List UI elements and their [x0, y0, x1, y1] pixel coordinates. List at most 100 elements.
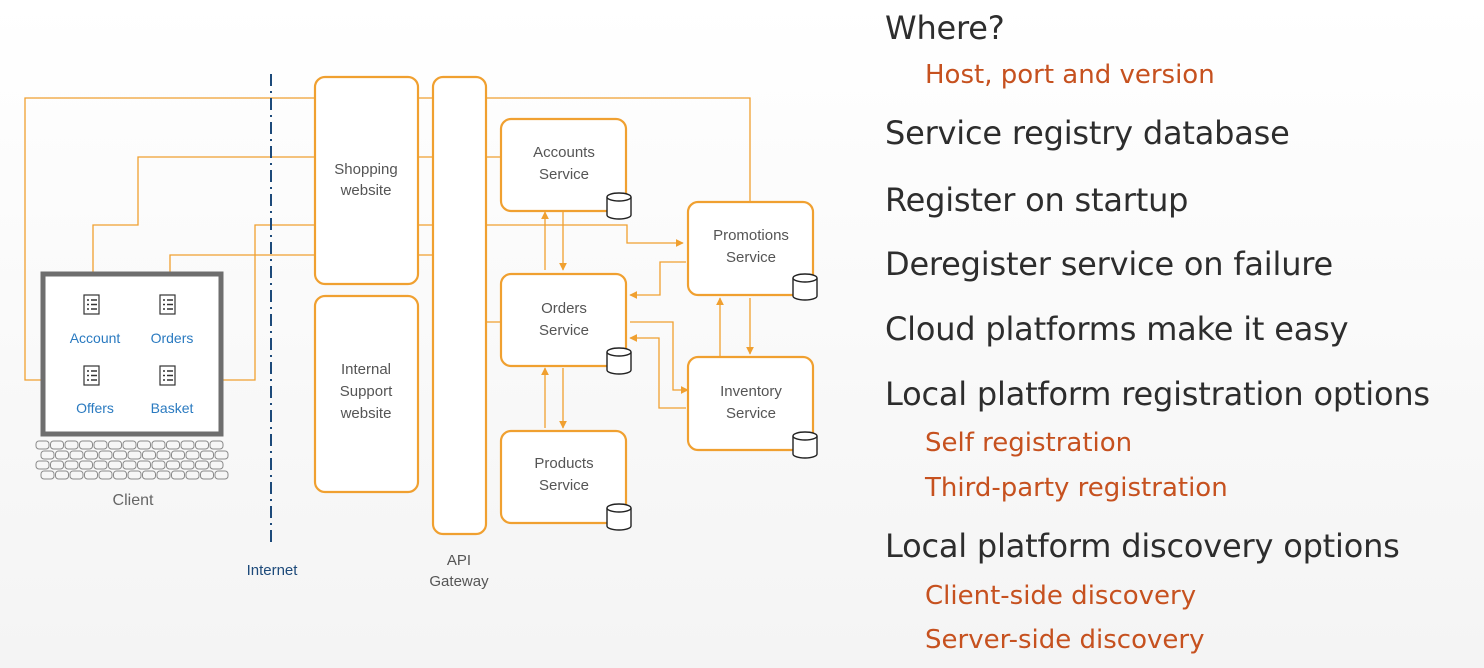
keyboard-key [137, 440, 151, 450]
keyboard-key [214, 450, 229, 460]
keyboard-key [214, 470, 229, 480]
promotions-database-icon [792, 273, 818, 301]
inventory-service-line1: Inventory [720, 383, 782, 400]
bullet-host-port-version: Host, port and version [925, 60, 1215, 90]
account-doc-icon [83, 294, 100, 315]
promotions-service-line2: Service [726, 249, 776, 266]
products-service-box [499, 429, 628, 525]
client-keyboard [35, 440, 229, 480]
bullet-local-registration: Local platform registration options [885, 375, 1430, 413]
orders-service-box [499, 272, 628, 368]
shopping-website-line2: website [340, 182, 392, 199]
products-service-line2: Service [539, 477, 589, 494]
bullet-deregister-failure: Deregister service on failure [885, 245, 1334, 283]
keyboard-key [180, 460, 195, 470]
keyboard-key [64, 440, 79, 450]
client-device: Client Account Orders Offers Basket [35, 271, 229, 509]
keyboard-key [98, 450, 113, 460]
keyboard-key [108, 460, 122, 470]
keyboard-key [35, 440, 50, 450]
keyboard-key [64, 460, 79, 470]
api-gateway-line1: API [447, 552, 471, 569]
keyboard-key [195, 440, 209, 450]
shopping-website-line1: Shopping [334, 161, 397, 178]
keyboard-key [113, 470, 127, 480]
client-item-basket[interactable]: Basket [151, 400, 194, 416]
client-item-offers[interactable]: Offers [76, 400, 114, 416]
basket-doc-icon [159, 365, 176, 386]
promotions-service-box [686, 200, 815, 297]
keyboard-key [156, 450, 171, 460]
products-database-icon [606, 503, 632, 531]
inventory-service-box [686, 355, 815, 452]
keyboard-key [40, 470, 55, 480]
keyboard-key [185, 450, 200, 460]
keyboard-key [151, 460, 166, 470]
bullet-cloud-platforms: Cloud platforms make it easy [885, 310, 1349, 348]
keyboard-key [180, 440, 195, 450]
keyboard-key [93, 440, 108, 450]
keyboard-key [108, 440, 122, 450]
keyboard-key [142, 450, 156, 460]
inventory-database-icon [792, 431, 818, 459]
keyboard-key [166, 460, 180, 470]
keyboard-key [55, 450, 69, 460]
orders-doc-icon [159, 294, 176, 315]
keyboard-key [40, 450, 55, 460]
keyboard-key [127, 450, 142, 460]
accounts-database-icon [606, 192, 632, 220]
keyboard-key [137, 460, 151, 470]
internal-support-line2: Support [340, 383, 393, 400]
keyboard-key [79, 460, 93, 470]
api-gateway-box [431, 75, 488, 536]
internal-support-line1: Internal [341, 361, 391, 378]
bullet-register-startup: Register on startup [885, 181, 1189, 219]
keyboard-key [122, 440, 137, 450]
keyboard-key [195, 460, 209, 470]
keyboard-key [209, 460, 224, 470]
api-gateway-line2: Gateway [429, 573, 489, 590]
keyboard-key [113, 450, 127, 460]
keyboard-key [200, 450, 214, 460]
client-label: Client [113, 492, 154, 509]
keyboard-key [79, 440, 93, 450]
keyboard-key [156, 470, 171, 480]
internal-support-box [313, 294, 420, 494]
bullet-self-registration: Self registration [925, 428, 1133, 458]
architecture-diagram: Internet Client Account Orders Offers Ba… [24, 74, 818, 590]
internal-support-line3: website [340, 405, 392, 422]
keyboard-key [200, 470, 214, 480]
offers-doc-icon [83, 365, 100, 386]
keyboard-key [171, 470, 185, 480]
keyboard-key [166, 440, 180, 450]
keyboard-key [50, 440, 64, 450]
keyboard-key [209, 440, 224, 450]
client-item-orders[interactable]: Orders [151, 330, 194, 346]
shopping-website-box [313, 75, 420, 286]
keyboard-key [185, 470, 200, 480]
products-service-line1: Products [534, 455, 593, 472]
accounts-service-line2: Service [539, 166, 589, 183]
accounts-service-box [499, 117, 628, 213]
keyboard-key [84, 470, 98, 480]
orders-database-icon [606, 347, 632, 375]
keyboard-key [93, 460, 108, 470]
promotions-service-line1: Promotions [713, 227, 789, 244]
bullet-service-registry: Service registry database [885, 114, 1290, 152]
bullet-local-discovery: Local platform discovery options [885, 527, 1400, 565]
bullet-server-side-discovery: Server-side discovery [925, 625, 1205, 655]
keyboard-key [142, 470, 156, 480]
client-item-account[interactable]: Account [70, 330, 121, 346]
keyboard-key [122, 460, 137, 470]
keyboard-key [98, 470, 113, 480]
inventory-service-line2: Service [726, 405, 776, 422]
keyboard-key [69, 450, 84, 460]
bullet-client-side-discovery: Client-side discovery [925, 581, 1197, 611]
keyboard-key [35, 460, 50, 470]
orders-service-line2: Service [539, 322, 589, 339]
keyboard-key [84, 450, 98, 460]
keyboard-key [127, 470, 142, 480]
internet-label: Internet [247, 562, 299, 579]
keyboard-key [55, 470, 69, 480]
keyboard-key [171, 450, 185, 460]
